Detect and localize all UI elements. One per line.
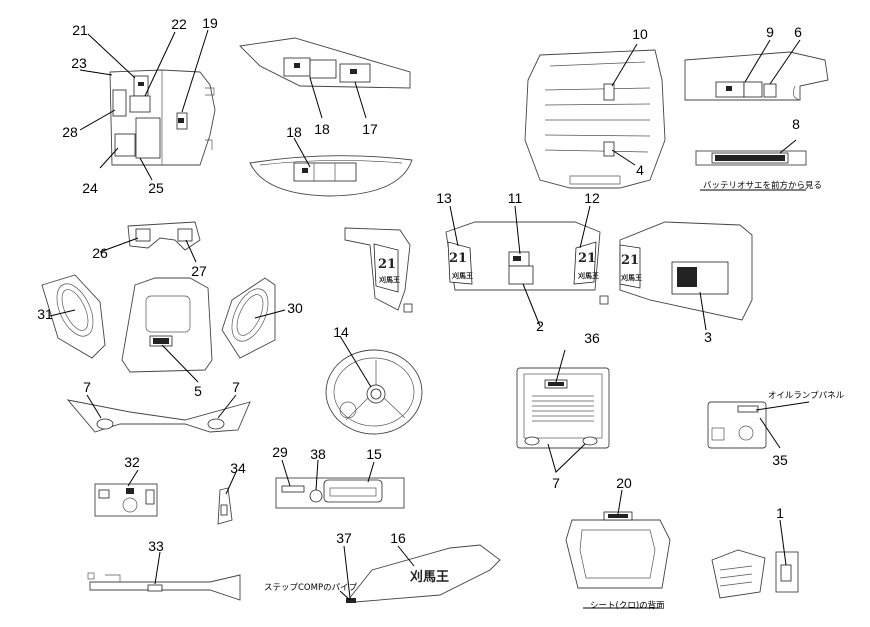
rear-fender-top-view xyxy=(524,49,666,189)
key-switch-box xyxy=(94,483,158,517)
callout-4: 4 xyxy=(636,162,644,178)
side-cover-view xyxy=(684,51,829,101)
oil-lamp-panel-note: オイルランプパネル xyxy=(768,391,845,401)
steering-wheel xyxy=(325,349,423,435)
lower-front-cover xyxy=(66,399,251,433)
left-side-panel xyxy=(41,274,106,359)
callout-5: 5 xyxy=(194,383,202,399)
callout-7-grille: 7 xyxy=(552,475,560,491)
callout-30: 30 xyxy=(287,300,303,316)
battery-holder-view xyxy=(695,150,807,166)
brand-name-right: 刈馬王 xyxy=(621,273,642,282)
callout-7-left: 7 xyxy=(83,379,91,395)
front-console-view xyxy=(121,277,213,373)
brand-name-front-right: 刈馬王 xyxy=(578,271,599,280)
callout-9: 9 xyxy=(766,24,774,40)
callout-16: 16 xyxy=(390,530,406,546)
brand-name-rear: 刈馬王 xyxy=(410,569,449,585)
callout-22: 22 xyxy=(171,16,187,32)
left-fender-side-view xyxy=(344,227,413,313)
seat-back-note: シート(クロ)の背面 xyxy=(590,600,665,611)
callout-37: 37 xyxy=(336,530,352,546)
callout-25: 25 xyxy=(148,180,164,196)
callout-24: 24 xyxy=(82,180,98,196)
callout-34: 34 xyxy=(230,460,246,476)
dash-side-view xyxy=(109,69,216,166)
seat-back-view xyxy=(565,511,671,589)
model-number-front-left: 21 xyxy=(449,251,467,266)
callout-26: 26 xyxy=(92,245,108,261)
callout-11: 11 xyxy=(508,190,523,206)
front-cover-view xyxy=(249,155,413,197)
callout-3: 3 xyxy=(704,329,712,345)
callout-6: 6 xyxy=(794,24,802,40)
callout-35: 35 xyxy=(772,452,788,468)
callout-38: 38 xyxy=(310,446,326,462)
callout-20: 20 xyxy=(616,475,632,491)
callout-7-right: 7 xyxy=(232,379,240,395)
battery-holder-note: バッテリオサエを前方から見る xyxy=(703,180,822,191)
callout-18-top: 18 xyxy=(314,121,330,137)
step-pipe-note: ステップCOMPのパイプ xyxy=(264,583,358,593)
callout-14: 14 xyxy=(333,324,349,340)
rear-fender-view: 刈馬王 xyxy=(346,544,501,603)
pedal-view xyxy=(711,549,766,599)
callout-27: 27 xyxy=(191,263,207,279)
callout-numbers: 1 2 3 4 5 6 7 7 7 8 9 10 11 12 13 14 15 … xyxy=(37,15,802,554)
model-number-right: 21 xyxy=(621,253,639,268)
callout-33: 33 xyxy=(148,538,164,554)
model-number-front-right: 21 xyxy=(578,251,596,266)
callout-17: 17 xyxy=(362,121,378,137)
callout-13: 13 xyxy=(436,190,452,206)
callout-10: 10 xyxy=(632,26,648,42)
callout-29: 29 xyxy=(272,444,288,460)
steering-column-cover xyxy=(127,221,201,251)
right-fender-side-view xyxy=(599,221,753,321)
callout-2: 2 xyxy=(536,318,544,334)
callout-12: 12 xyxy=(584,190,600,206)
instrument-cluster xyxy=(275,477,405,509)
front-body-view xyxy=(445,221,601,291)
brand-name-front-left: 刈馬王 xyxy=(452,271,473,280)
callout-8: 8 xyxy=(792,116,800,132)
callout-1: 1 xyxy=(776,505,784,521)
switch-panel xyxy=(775,551,799,593)
callout-36: 36 xyxy=(584,330,600,346)
callout-28: 28 xyxy=(62,124,78,140)
model-number-left: 21 xyxy=(378,257,396,272)
step-frame xyxy=(87,572,241,601)
hood-top-view xyxy=(239,37,411,89)
leader-lines xyxy=(49,29,810,609)
brand-name-left: 刈馬王 xyxy=(379,275,400,284)
model-decals: 21 刈馬王 21 刈馬王 21 刈馬王 21 刈馬王 xyxy=(378,251,642,284)
callout-18-front: 18 xyxy=(286,124,302,140)
oil-lamp-panel xyxy=(707,401,767,449)
callout-15: 15 xyxy=(366,446,382,462)
callout-19: 19 xyxy=(202,15,218,31)
callout-21: 21 xyxy=(72,22,88,38)
callout-23: 23 xyxy=(71,55,87,71)
annotation-notes: バッテリオサエを前方から見る オイルランプパネル シート(クロ)の背面 ステップ… xyxy=(264,180,845,611)
radiator-grille xyxy=(516,367,610,449)
callout-31: 31 xyxy=(37,306,53,322)
bracket-view xyxy=(217,487,233,525)
right-side-panel xyxy=(221,277,276,359)
callout-32: 32 xyxy=(124,454,140,470)
